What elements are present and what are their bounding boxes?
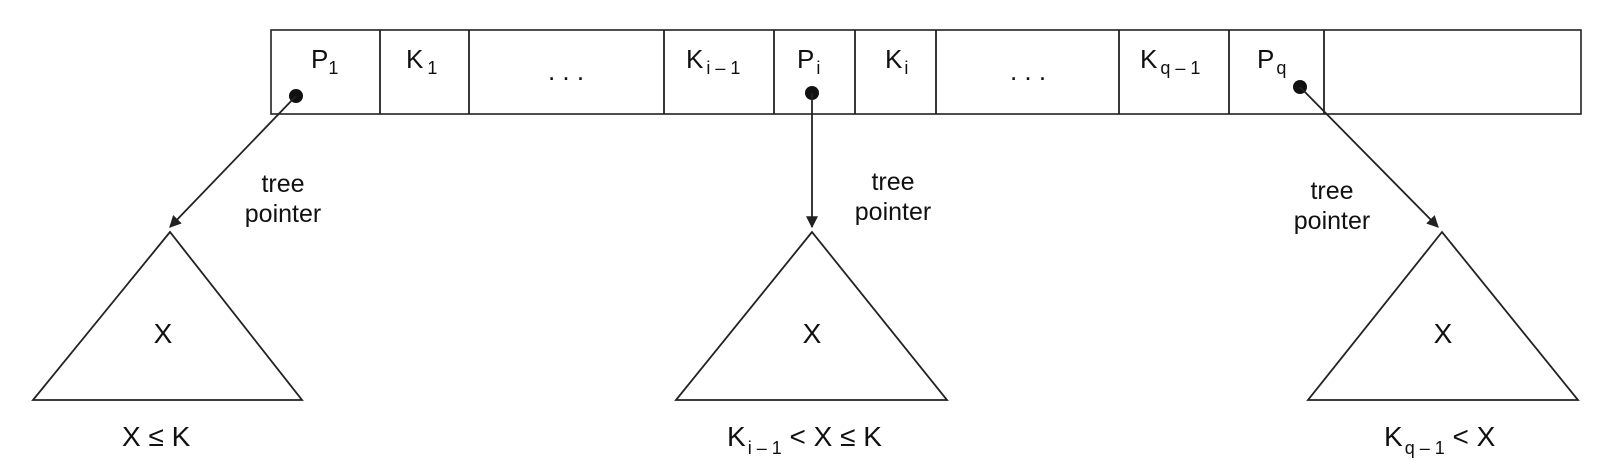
tree-pointer-arrow-left <box>169 95 297 228</box>
pointer-label-right: tree pointer <box>1294 177 1370 235</box>
subtree-label: X <box>1434 318 1453 349</box>
condition-left: X ≤ K <box>122 421 191 452</box>
cell-p1: P1 <box>311 44 338 78</box>
pointer-label-line2: pointer <box>1294 207 1370 235</box>
pointer-label-middle: tree pointer <box>855 168 931 226</box>
pointer-label-line2: pointer <box>855 198 931 226</box>
subtree-triangle <box>1306 230 1580 401</box>
pointer-label-line2: pointer <box>245 200 321 228</box>
cell-ellipsis-2: . . . <box>1010 56 1046 86</box>
pointer-label-left: tree pointer <box>245 170 321 228</box>
node-outline <box>270 29 1582 115</box>
cell-ellipsis-1: . . . <box>548 56 584 86</box>
subtree-label: X <box>154 318 173 349</box>
tree-pointer-arrow-right <box>1299 86 1439 228</box>
subtree-right: X <box>1306 230 1580 401</box>
pointer-label-line1: tree <box>871 168 914 196</box>
pointer-label-line1: tree <box>261 170 304 198</box>
pointer-label-line1: tree <box>1310 177 1353 205</box>
subtree-left: X <box>31 230 304 401</box>
subtree-label: X <box>803 318 822 349</box>
subtree-triangle <box>31 230 304 401</box>
subtree-middle: X <box>674 230 949 401</box>
subtree-triangle <box>674 230 949 401</box>
